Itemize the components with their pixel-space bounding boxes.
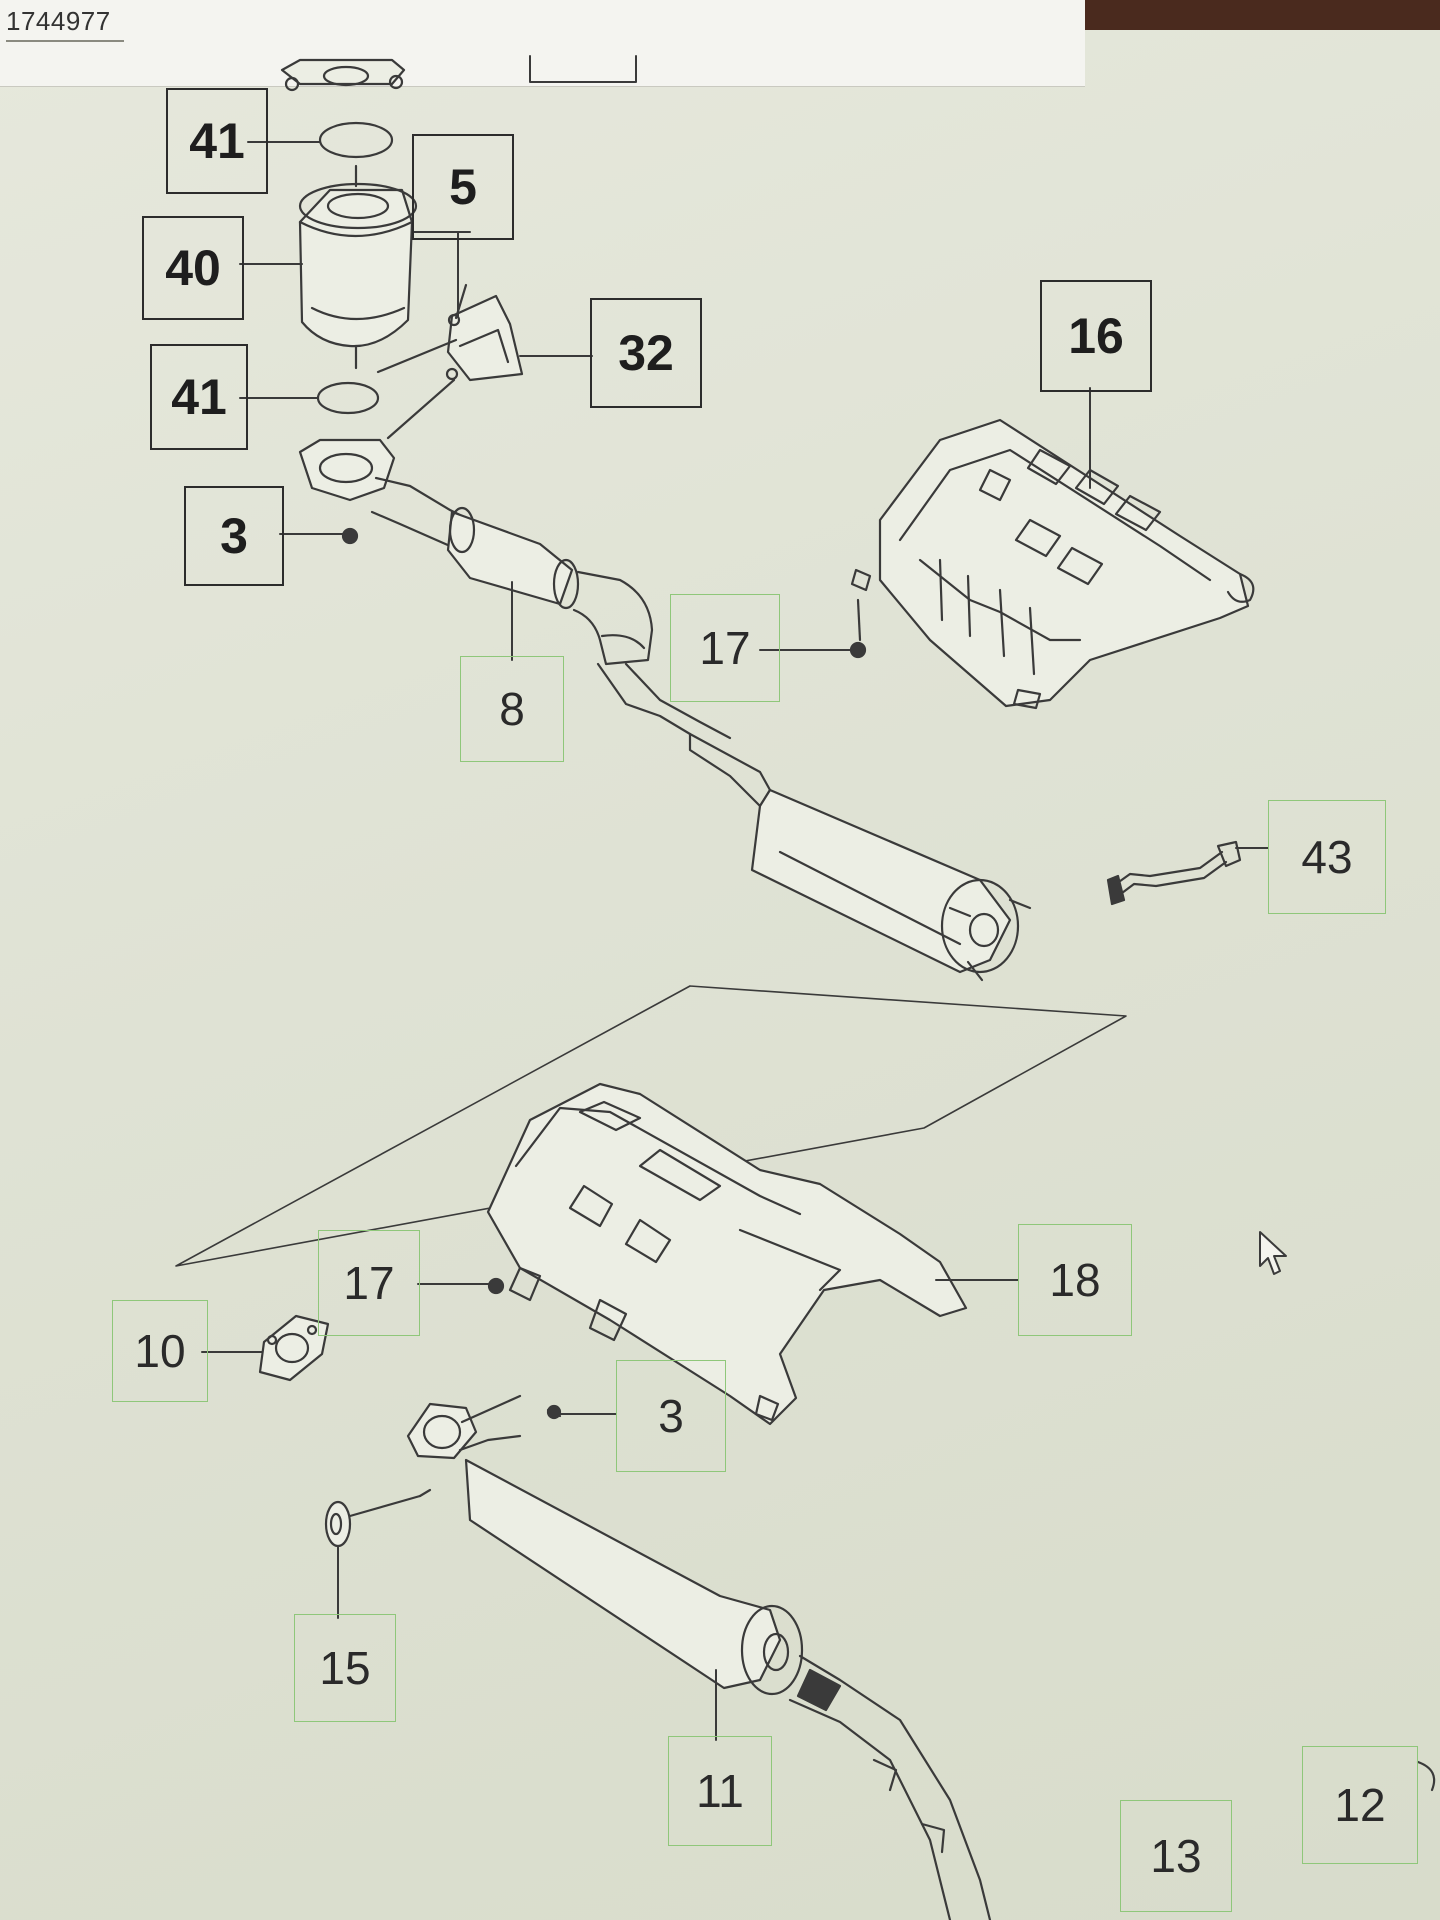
top-partial-box [529, 55, 637, 83]
document-number: 1744977 [6, 6, 111, 36]
oxygen-sensor-43 [1106, 840, 1242, 906]
callout-5: 5 [412, 134, 514, 240]
gasket-41-lower [316, 381, 380, 415]
upper-manifold-flange [280, 58, 406, 92]
callout-12: 12 [1302, 1746, 1418, 1864]
callout-8: 8 [460, 656, 564, 762]
center-muffler [688, 732, 1032, 982]
callout-15: 15 [294, 1614, 396, 1722]
hanger-15 [324, 1488, 432, 1548]
callout-40: 40 [142, 216, 244, 320]
catalytic-converter-40 [298, 164, 418, 370]
gasket-10 [258, 1314, 330, 1382]
callout-11: 11 [668, 1736, 772, 1846]
callout-17-upper: 17 [670, 594, 780, 702]
mouse-pointer-icon [1259, 1231, 1287, 1275]
callout-41-upper: 41 [166, 88, 268, 194]
desktop-background-edge [1085, 0, 1440, 30]
callout-3-upper: 3 [184, 486, 284, 586]
callout-16: 16 [1040, 280, 1152, 392]
callout-41-lower: 41 [150, 344, 248, 450]
callout-32: 32 [590, 298, 702, 408]
callout-18: 18 [1018, 1224, 1132, 1336]
heat-shield-16 [849, 418, 1255, 710]
heat-shield-18 [486, 1082, 968, 1426]
front-pipe-8 [298, 438, 732, 740]
callout-43: 43 [1268, 800, 1386, 914]
leader-lines [201, 141, 1269, 1741]
callout-13: 13 [1120, 1800, 1232, 1912]
bracket-32 [376, 283, 524, 440]
edge-fragment [1416, 1760, 1436, 1792]
callout-3-lower: 3 [616, 1360, 726, 1472]
document-header-strip: 1744977 [0, 0, 1085, 87]
gasket-41-upper [318, 121, 394, 159]
rear-muffler-11 [406, 1394, 992, 1920]
callout-10: 10 [112, 1300, 208, 1402]
assembly-outline [175, 985, 1127, 1267]
document-number-underline [6, 40, 124, 42]
callout-17-lower: 17 [318, 1230, 420, 1336]
